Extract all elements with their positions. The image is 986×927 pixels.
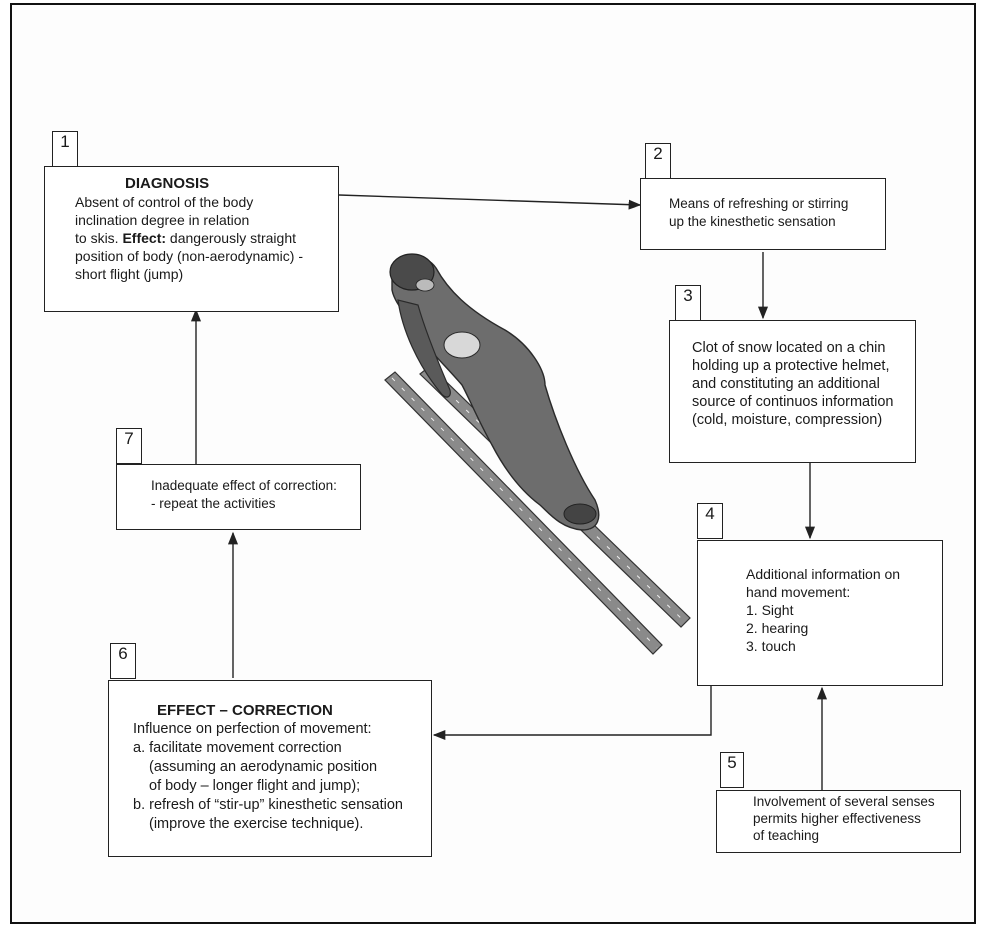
skier-body: [391, 255, 600, 531]
ski-jumper-illustration: [384, 253, 691, 655]
correction-line-5: b. refresh of “stir-up” kinesthetic sens…: [133, 797, 403, 813]
means-box: Means of refreshing or stirring up the k…: [640, 178, 886, 250]
step-number-3: 3: [675, 285, 701, 321]
ski-left: [384, 371, 663, 655]
step-number-1: 1: [52, 131, 78, 167]
step-number-7: 7: [116, 428, 142, 464]
senses-line-2: permits higher effectiveness: [753, 811, 921, 826]
correction-line-1: Influence on perfection of movement:: [133, 721, 372, 737]
effect-correction-box: EFFECT – CORRECTION Influence on perfect…: [108, 680, 432, 857]
clot-line-5: (cold, moisture, compression): [692, 412, 883, 428]
correction-line-4: of body – longer flight and jump);: [149, 778, 361, 794]
arrow-4-to-6: [432, 685, 712, 741]
additional-line-4: 2. hearing: [746, 620, 809, 636]
diagnosis-line-3: to skis. Effect: dangerously straight: [75, 229, 338, 247]
inadequate-effect-box: Inadequate effect of correction: - repea…: [116, 464, 361, 530]
diagnosis-line-2: inclination degree in relation: [75, 212, 250, 228]
clot-line-4: source of continuos information: [692, 394, 894, 410]
means-line-1: Means of refreshing or stirring: [669, 196, 849, 211]
additional-line-3: 1. Sight: [746, 602, 794, 618]
senses-box: Involvement of several senses permits hi…: [716, 790, 961, 853]
senses-line-3: of teaching: [753, 828, 820, 843]
skier-goggles: [415, 278, 435, 292]
diagnosis-line-1: Absent of control of the body: [75, 194, 254, 210]
step-number-5: 5: [720, 752, 744, 788]
step-number-4: 4: [697, 503, 723, 539]
effect-correction-title: EFFECT – CORRECTION: [157, 702, 333, 719]
senses-line-1: Involvement of several senses: [753, 794, 935, 809]
means-line-2: up the kinesthetic sensation: [669, 214, 836, 229]
diagnosis-title: DIAGNOSIS: [125, 175, 210, 192]
correction-line-3: (assuming an aerodynamic position: [149, 759, 378, 775]
step-number-6: 6: [110, 643, 136, 679]
diagnosis-line-3-start: to skis.: [75, 230, 123, 246]
correction-line-6: (improve the exercise technique).: [149, 816, 364, 832]
skier-bib: [443, 331, 481, 359]
correction-line-2: a. facilitate movement correction: [133, 740, 342, 756]
inadequate-line-1: Inadequate effect of correction:: [151, 478, 337, 493]
diagnosis-line-4: position of body (non-aerodynamic) -: [75, 248, 304, 264]
step-number-2: 2: [645, 143, 671, 179]
clot-of-snow-box: Clot of snow located on a chin holding u…: [669, 320, 916, 463]
skier-boots: [563, 503, 597, 525]
additional-information-box: Additional information on hand movement:…: [697, 540, 943, 686]
inadequate-line-2: - repeat the activities: [151, 496, 276, 511]
additional-line-5: 3. touch: [746, 638, 796, 654]
clot-line-2: holding up a protective helmet,: [692, 358, 890, 374]
diagnosis-box: DIAGNOSIS Absent of control of the body …: [44, 166, 339, 312]
skier-arm: [397, 299, 451, 398]
additional-line-1: Additional information on: [746, 566, 901, 582]
diagnosis-line-5: short flight (jump): [75, 266, 184, 282]
effect-label: Effect:: [122, 230, 167, 246]
clot-line-3: and constituting an additional: [692, 376, 880, 392]
effect-text: dangerously straight: [166, 230, 296, 246]
arrow-1-to-2: [338, 194, 642, 210]
additional-line-2: hand movement:: [746, 584, 851, 600]
clot-line-1: Clot of snow located on a chin: [692, 340, 886, 356]
